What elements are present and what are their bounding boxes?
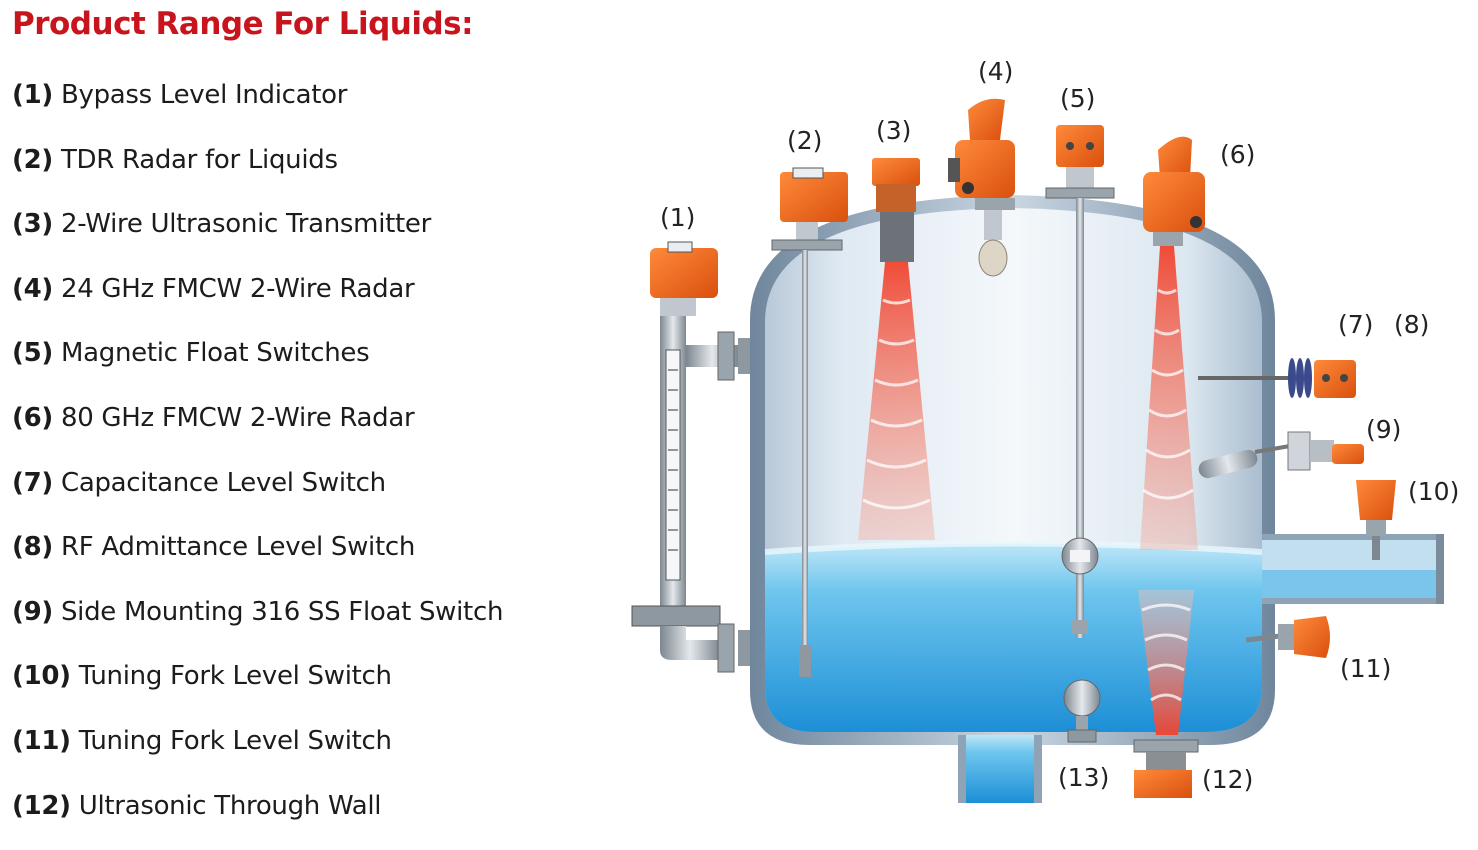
list-item: (1)Bypass Level Indicator	[12, 75, 503, 140]
radar-24ghz	[948, 98, 1015, 277]
list-item: (3)2-Wire Ultrasonic Transmitter	[12, 204, 503, 269]
product-list: (1)Bypass Level Indicator (2)TDR Radar f…	[12, 75, 503, 850]
callout-11: (11)	[1340, 654, 1391, 683]
item-label: TDR Radar for Liquids	[60, 144, 338, 175]
item-label: 24 GHz FMCW 2-Wire Radar	[60, 273, 415, 304]
magnetic-float-switch	[1045, 125, 1115, 638]
callout-7: (7)	[1338, 310, 1373, 339]
callout-4: (4)	[978, 57, 1013, 86]
item-number: (10)	[12, 661, 71, 692]
item-label: 80 GHz FMCW 2-Wire Radar	[60, 402, 415, 433]
item-number: (12)	[12, 790, 71, 821]
item-label: Ultrasonic Through Wall	[78, 790, 382, 821]
item-number: (1)	[12, 80, 53, 110]
item-label: Tuning Fork Level Switch	[78, 725, 392, 756]
list-item: (8)RF Admittance Level Switch	[12, 527, 503, 592]
item-label: Magnetic Float Switches	[60, 338, 370, 369]
item-number: (8)	[12, 532, 53, 563]
callout-6: (6)	[1220, 140, 1255, 169]
tank-diagram: (1) (2) (3) (4) (5) (6) (7) (8) (9) (10)…	[631, 57, 1459, 803]
radar-80ghz	[1140, 136, 1205, 550]
capacitance-level-switch	[1198, 358, 1356, 398]
list-item: (4)24 GHz FMCW 2-Wire Radar	[12, 269, 503, 334]
item-label: Bypass Level Indicator	[60, 80, 348, 110]
tank-body	[750, 195, 1444, 803]
list-item: (10)Tuning Fork Level Switch	[12, 656, 503, 721]
list-item: (9)Side Mounting 316 SS Float Switch	[12, 592, 503, 657]
item-number: (4)	[12, 273, 53, 304]
item-number: (5)	[12, 338, 53, 369]
ultrasonic-transmitter	[858, 158, 935, 540]
item-label: Tuning Fork Level Switch	[78, 661, 392, 692]
list-item: (7)Capacitance Level Switch	[12, 463, 503, 528]
item-number: (11)	[12, 725, 71, 756]
list-item: (6)80 GHz FMCW 2-Wire Radar	[12, 398, 503, 463]
callout-3: (3)	[876, 116, 911, 145]
callout-12: (12)	[1202, 765, 1253, 794]
callout-2: (2)	[787, 126, 822, 155]
callout-10: (10)	[1408, 477, 1459, 506]
bypass-level-indicator	[631, 241, 750, 673]
callout-5: (5)	[1060, 84, 1095, 113]
item-number: (7)	[12, 467, 53, 498]
item-number: (9)	[12, 596, 53, 627]
tuning-fork-switch-11	[1245, 616, 1330, 658]
item-label: RF Admittance Level Switch	[60, 532, 416, 563]
page-title: Product Range For Liquids:	[12, 6, 474, 42]
callout-8: (8)	[1394, 310, 1429, 339]
tuning-fork-switch-10	[1356, 480, 1396, 560]
item-label: 2-Wire Ultrasonic Transmitter	[60, 209, 431, 240]
list-item: (5)Magnetic Float Switches	[12, 333, 503, 398]
item-label: Side Mounting 316 SS Float Switch	[60, 596, 504, 627]
side-float-switch	[1198, 431, 1364, 479]
item-number: (2)	[12, 144, 53, 175]
callout-13: (13)	[1058, 763, 1109, 792]
list-item: (2)TDR Radar for Liquids	[12, 140, 503, 205]
callout-9: (9)	[1366, 415, 1401, 444]
list-item: (11)Tuning Fork Level Switch	[12, 721, 503, 786]
tdr-radar	[771, 167, 848, 677]
item-number: (3)	[12, 209, 53, 240]
float-ball-switch	[1063, 679, 1101, 743]
callout-1: (1)	[660, 203, 695, 232]
item-number: (6)	[12, 402, 53, 433]
list-item: (12)Ultrasonic Through Wall	[12, 786, 503, 850]
item-label: Capacitance Level Switch	[60, 467, 386, 498]
ultrasonic-through-wall	[1133, 590, 1199, 798]
